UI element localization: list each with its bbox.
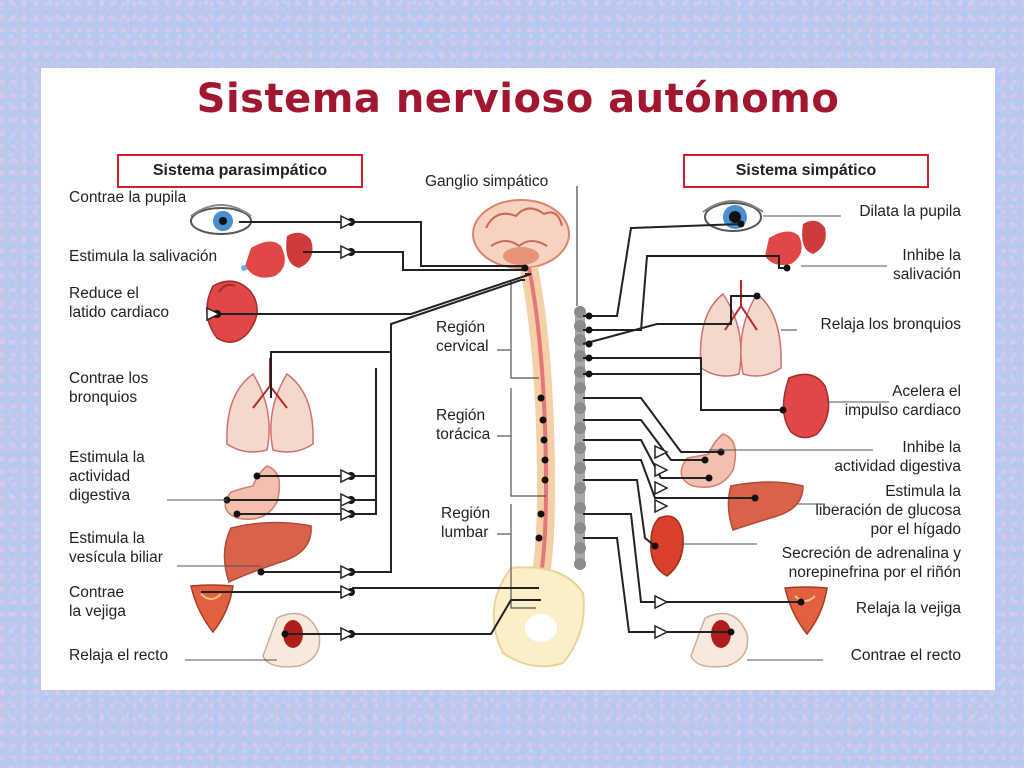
- left-eye-icon: [190, 204, 252, 235]
- left-heart-icon: [206, 280, 258, 343]
- right-eye-icon: [702, 200, 764, 232]
- symp-label-salivation: Inhibe la salivación: [892, 247, 961, 283]
- symp-label-digestive: Inhibe la actividad digestiva: [834, 439, 961, 475]
- left-salivary-gland-icon: [241, 232, 313, 278]
- symp-label-liver: Estimula la liberación de glucosa por el…: [815, 483, 961, 538]
- left-stomach-icon: [224, 465, 281, 520]
- left-lungs-icon: [226, 358, 314, 453]
- para-label-gallbladder: Estimula la vesícula biliar: [69, 530, 163, 566]
- para-label-rectum: Relaja el recto: [69, 647, 169, 664]
- sympathetic-ganglion-chain-icon: [574, 306, 586, 570]
- right-rectum-icon: [690, 612, 749, 668]
- symp-label-kidney: Secreción de adrenalina y norepinefrina …: [781, 545, 961, 581]
- para-label-heart: Reduce el latido cardiaco: [69, 285, 169, 321]
- right-bladder-icon: [784, 586, 828, 636]
- region-cervical-label: Región cervical: [436, 319, 489, 355]
- sympathetic-arrows: [654, 444, 669, 640]
- brain-icon: [472, 199, 570, 269]
- para-label-digestive: Estimula la actividad digestiva: [69, 449, 145, 504]
- ganglion-label: Ganglio simpático: [425, 173, 549, 190]
- region-brackets: [497, 280, 546, 609]
- region-lumbar-label: Región lumbar: [441, 505, 491, 541]
- left-bladder-icon: [190, 584, 234, 634]
- symp-label-rectum: Contrae el recto: [850, 647, 961, 664]
- right-lungs-icon: [699, 280, 782, 377]
- symp-label-bladder: Relaja la vejiga: [855, 600, 961, 617]
- page-title: Sistema nervioso autónomo: [196, 76, 840, 122]
- parasympathetic-header: Sistema parasimpático: [117, 154, 363, 188]
- diagram-card: Sistema nervioso autónomo Sistema parasi…: [41, 68, 995, 690]
- symp-label-pupil: Dilata la pupila: [859, 203, 961, 220]
- right-liver-icon: [727, 481, 804, 531]
- left-rectum-icon: [262, 612, 321, 668]
- sympathetic-header: Sistema simpático: [683, 154, 929, 188]
- para-label-pupil: Contrae la pupila: [69, 189, 187, 206]
- sympathetic-nerves: [582, 223, 801, 633]
- right-heart-icon: [782, 373, 830, 439]
- parasympathetic-arrows: [206, 214, 355, 642]
- pelvis-icon: [492, 566, 585, 668]
- right-salivary-gland-icon: [765, 220, 826, 265]
- sympathetic-synapse-dots: [535, 220, 805, 636]
- label-leaders: [167, 215, 889, 661]
- symp-label-heart: Acelera el impulso cardiaco: [844, 383, 961, 419]
- left-liver-icon: [223, 521, 312, 584]
- para-label-salivation: Estimula la salivación: [69, 248, 218, 265]
- symp-label-bronchi: Relaja los bronquios: [820, 316, 961, 333]
- nervous-system-diagram: [167, 186, 889, 668]
- para-label-bronchi: Contrae los bronquios: [69, 370, 149, 406]
- right-kidney-icon: [650, 515, 684, 577]
- region-thoracic-label: Región torácica: [436, 407, 491, 443]
- para-label-bladder: Contrae la vejiga: [69, 584, 126, 620]
